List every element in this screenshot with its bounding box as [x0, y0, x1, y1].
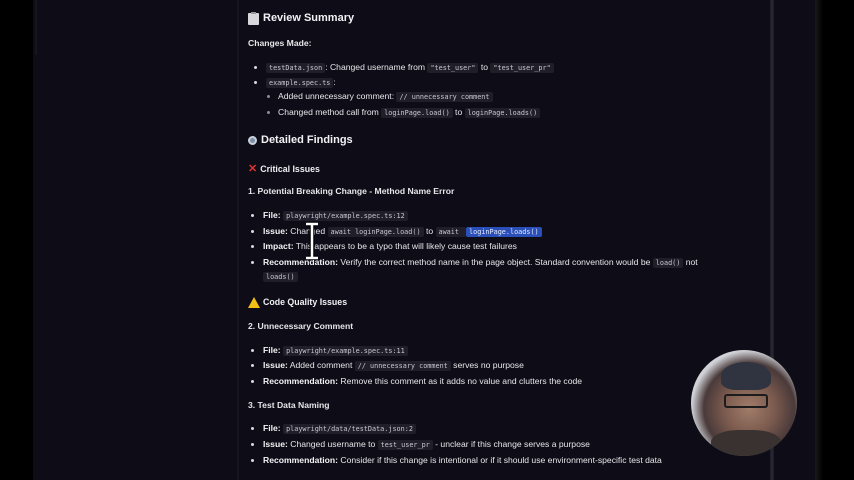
clipboard-icon: [248, 11, 259, 25]
finding-heading: 3. Test Data Naming: [248, 400, 330, 410]
glasses: [724, 394, 768, 408]
change-sub-item: Changed method call from loginPage.load(…: [266, 107, 541, 118]
change-item: testData.json: Changed username from "te…: [254, 62, 554, 73]
finding-issue: Issue: Changed username to test_user_pr …: [251, 439, 590, 450]
finding-heading: 1. Potential Breaking Change - Method Na…: [248, 186, 455, 196]
finding-issue: Issue: Changed await loginPage.load() to…: [251, 226, 542, 237]
finding-file: File: playwright/example.spec.ts:12: [251, 210, 408, 221]
webcam-overlay: [691, 350, 797, 456]
window-shadow: [815, 0, 823, 480]
review-summary-heading: Review Summary: [248, 11, 354, 25]
finding-heading: 2. Unnecessary Comment: [248, 321, 354, 331]
changes-made-label: Changes Made:: [248, 38, 312, 48]
finding-file: File: playwright/example.spec.ts:11: [251, 345, 408, 356]
magnifier-icon: [248, 136, 257, 146]
cross-mark-icon: ✕: [248, 163, 258, 175]
pane-edge: [35, 0, 37, 55]
panel-divider-right[interactable]: [770, 0, 774, 480]
app-window: [33, 0, 820, 480]
finding-impact: Impact: This appears to be a typo that w…: [251, 241, 517, 251]
detailed-findings-heading: Detailed Findings: [248, 134, 353, 147]
finding-recommendation: Recommendation: Remove this comment as i…: [250, 376, 583, 386]
code-quality-heading: Code Quality Issues: [248, 297, 347, 308]
review-content: Review Summary Changes Made: testData.js…: [248, 0, 763, 480]
change-sub-item: Added unnecessary comment: // unnecessar…: [267, 91, 493, 102]
critical-issues-heading: ✕ Critical Issues: [248, 163, 320, 175]
finding-file: File: playwright/data/testData.json:2: [251, 423, 416, 434]
selected-text[interactable]: loginPage.loads(): [466, 227, 542, 237]
finding-recommendation: Recommendation: Consider if this change …: [251, 455, 662, 465]
panel-divider-left[interactable]: [237, 0, 239, 480]
finding-recommendation-cont: loads(): [263, 271, 298, 282]
finding-recommendation: Recommendation: Verify the correct metho…: [251, 257, 698, 268]
text-cursor-icon: [306, 222, 318, 260]
finding-issue: Issue: Added comment // unnecessary comm…: [251, 360, 524, 371]
change-item: example.spec.ts:: [254, 77, 336, 88]
warning-icon: [248, 297, 260, 308]
